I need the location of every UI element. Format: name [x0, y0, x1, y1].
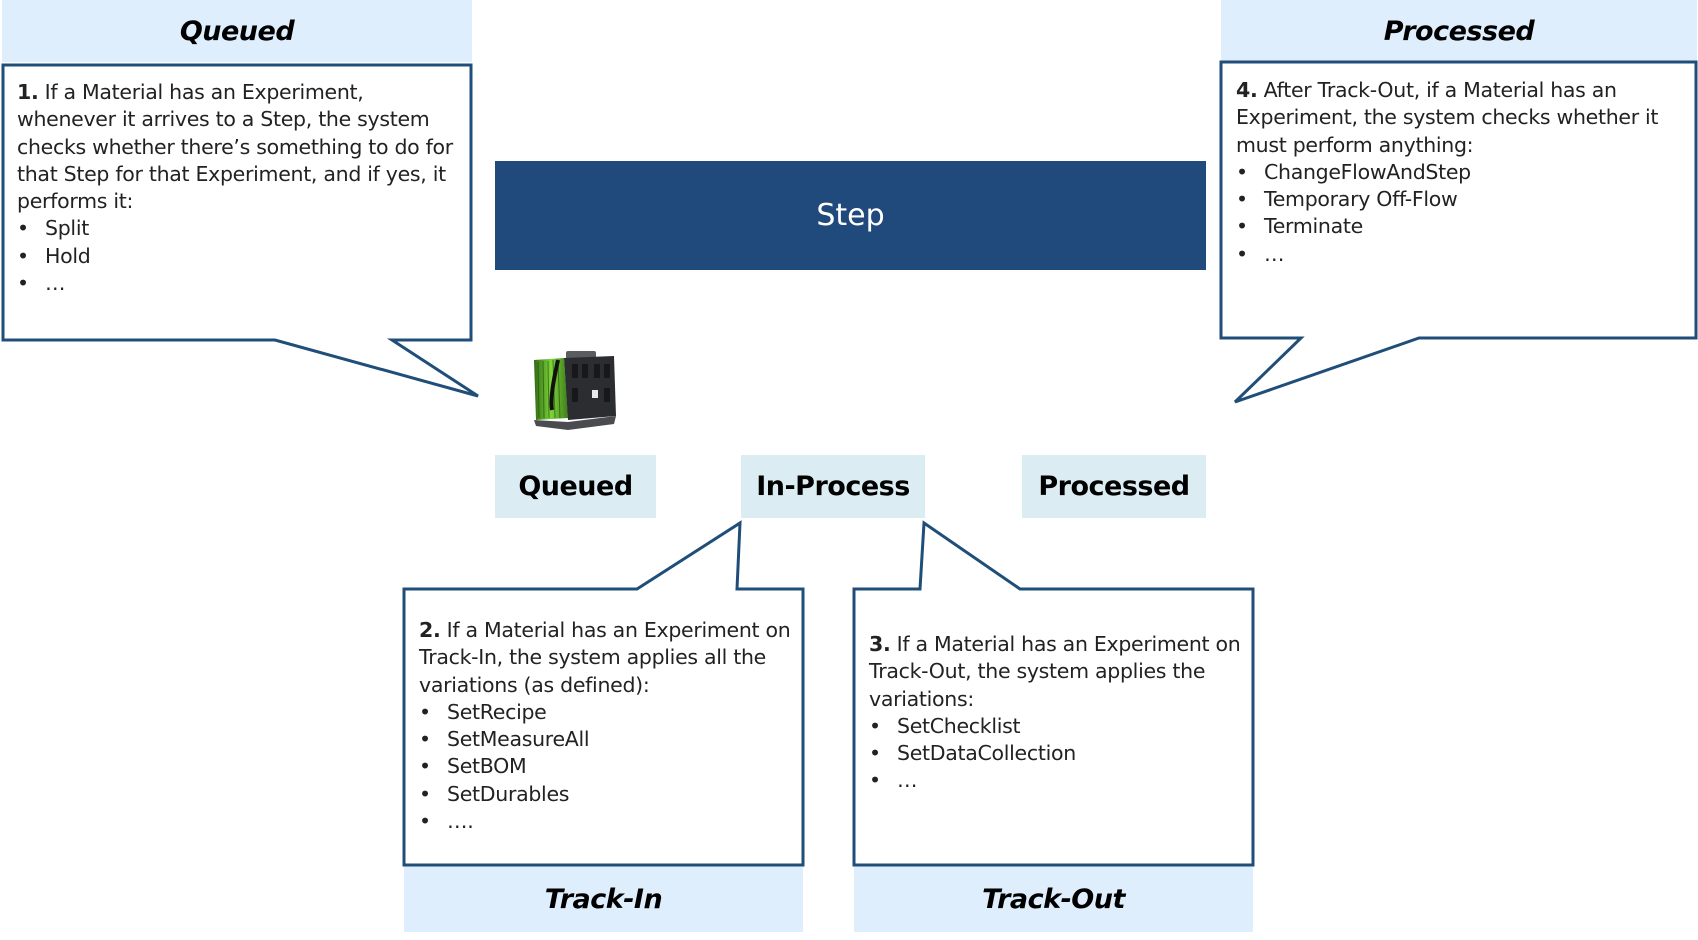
callout-track-out: 3. If a Material has an Experiment on Tr…	[869, 631, 1249, 795]
callout-track-out-list: •SetChecklist •SetDataCollection •…	[869, 713, 1249, 795]
list-item: • Terminate	[1236, 213, 1686, 240]
state-queued: Queued	[495, 455, 656, 518]
state-queued-label: Queued	[518, 471, 633, 502]
list-item: • SetDurables	[419, 781, 799, 808]
callout-track-out-description: 3. If a Material has an Experiment on Tr…	[869, 631, 1249, 713]
phase-header-track-out-label: Track-Out	[982, 883, 1125, 915]
list-item: • Split	[17, 215, 457, 242]
state-processed: Processed	[1022, 455, 1206, 518]
bullet-icon: •	[1236, 159, 1248, 184]
list-item: • SetChecklist	[869, 713, 1249, 740]
callout-track-out-number: 3.	[869, 632, 891, 656]
callout-processed-list: • ChangeFlowAndStep • Temporary Off-Flow •…	[1236, 159, 1686, 268]
callout-processed-description: 4. After Track-Out, if a Material has an…	[1236, 77, 1686, 159]
bullet-icon: •	[17, 271, 29, 296]
bullet-icon: •	[869, 713, 881, 738]
step-bar: Step	[495, 161, 1206, 270]
callout-queued-list: •Split •Hold •…	[17, 215, 457, 297]
list-item-text: SetDurables	[447, 781, 570, 806]
list-item: • SetRecipe	[419, 699, 799, 726]
list-item-text: …	[45, 271, 66, 296]
callout-queued-text: If a Material has an Experiment, wheneve…	[17, 80, 453, 214]
callout-queued-description: 1. If a Material has an Experiment, when…	[17, 79, 457, 215]
bullet-icon: •	[1236, 187, 1248, 212]
bullet-icon: •	[17, 243, 29, 268]
list-item-text: SetChecklist	[897, 713, 1021, 738]
list-item-text: SetBOM	[447, 754, 527, 779]
phase-header-queued: Queued	[2, 0, 472, 62]
phase-header-track-in: Track-In	[404, 866, 803, 932]
list-item-text: Terminate	[1264, 214, 1363, 239]
callout-track-in-shape	[402, 520, 805, 867]
bullet-icon: •	[1236, 241, 1248, 266]
step-label: Step	[816, 198, 885, 233]
bullet-icon: •	[1236, 214, 1248, 239]
state-processed-label: Processed	[1038, 471, 1190, 502]
callout-processed-text: After Track-Out, if a Material has an Ex…	[1236, 78, 1659, 157]
list-item-text: ….	[447, 809, 474, 834]
list-item: •…	[1236, 241, 1686, 268]
list-item: • Hold	[17, 243, 457, 270]
list-item: • ….	[419, 808, 799, 835]
bullet-icon: •	[869, 768, 881, 793]
callout-track-in-list: • SetRecipe • SetMeasureAll • SetBOM • SetDu…	[419, 699, 799, 835]
callout-processed-shape	[1219, 60, 1698, 404]
callout-track-out-text: If a Material has an Experiment on Track…	[869, 632, 1241, 711]
list-item-text: Hold	[45, 243, 91, 268]
bullet-icon: •	[419, 809, 431, 834]
callout-queued: 1. If a Material has an Experiment, when…	[17, 79, 457, 297]
list-item-text: Split	[45, 216, 89, 241]
bullet-icon: •	[419, 699, 431, 724]
callout-processed-number: 4.	[1236, 78, 1258, 102]
list-item: • Temporary Off-Flow	[1236, 186, 1686, 213]
callout-queued-shape	[1, 63, 479, 398]
callout-track-in-description: 2. If a Material has an Experiment on Tr…	[419, 617, 799, 699]
callout-processed: 4. After Track-Out, if a Material has an…	[1236, 77, 1686, 268]
list-item: • SetDataCollection	[869, 740, 1249, 767]
callout-track-out-shape	[852, 520, 1255, 867]
list-item: • SetMeasureAll	[419, 726, 799, 753]
bullet-icon: •	[17, 216, 29, 241]
list-item: •…	[869, 767, 1249, 794]
list-item-text: SetDataCollection	[897, 741, 1076, 766]
list-item-text: SetMeasureAll	[447, 727, 590, 752]
list-item-text: SetRecipe	[447, 699, 547, 724]
bullet-icon: •	[419, 754, 431, 779]
callout-track-in-number: 2.	[419, 618, 441, 642]
list-item-text: …	[897, 768, 918, 793]
phase-header-processed-label: Processed	[1383, 15, 1535, 47]
phase-header-processed: Processed	[1221, 0, 1697, 62]
bullet-icon: •	[869, 741, 881, 766]
callout-queued-number: 1.	[17, 80, 39, 104]
list-item: • ChangeFlowAndStep	[1236, 159, 1686, 186]
state-in-process: In-Process	[741, 455, 925, 518]
callout-track-in: 2. If a Material has an Experiment on Tr…	[419, 617, 799, 835]
callout-track-in-text: If a Material has an Experiment on Track…	[419, 618, 791, 697]
state-in-process-label: In-Process	[756, 471, 910, 502]
bullet-icon: •	[419, 781, 431, 806]
phase-header-track-out: Track-Out	[854, 866, 1253, 932]
list-item-text: …	[1264, 241, 1285, 266]
list-item: •…	[17, 270, 457, 297]
phase-header-track-in-label: Track-In	[544, 883, 663, 915]
phase-header-queued-label: Queued	[179, 15, 295, 47]
list-item-text: ChangeFlowAndStep	[1264, 159, 1471, 184]
list-item-text: Temporary Off-Flow	[1264, 187, 1458, 212]
list-item: • SetBOM	[419, 753, 799, 780]
bullet-icon: •	[419, 727, 431, 752]
material-carrier-icon	[528, 348, 622, 432]
